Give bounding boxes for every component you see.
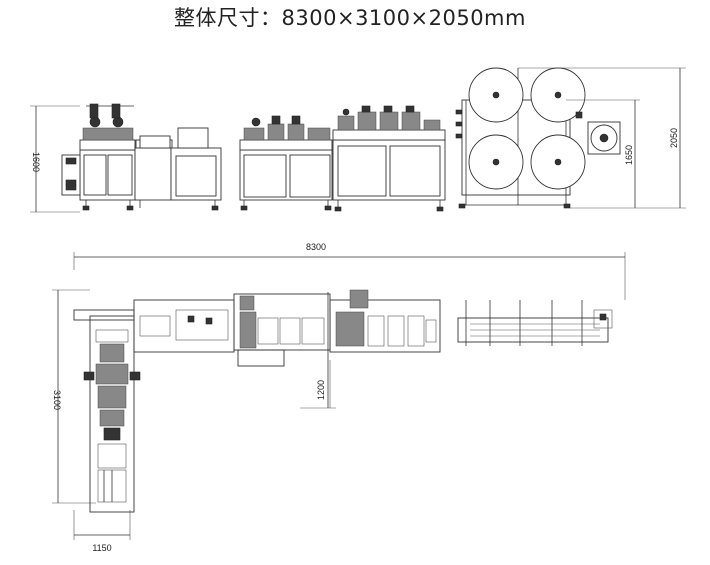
dim-label-1150: 1150 [92, 543, 111, 553]
page-title: 整体尺寸：8300×3100×2050mm [174, 6, 526, 30]
dim-side-left-height: 1600 [30, 105, 80, 213]
machine-unit-roll-rack [455, 67, 621, 209]
dim-label-1600: 1600 [31, 152, 41, 172]
machine-unit-left [61, 103, 173, 211]
plan-vertical-branch [83, 315, 141, 513]
side-elevation-view: 1600 [30, 67, 686, 213]
dim-label-8300: 8300 [306, 242, 326, 252]
machine-unit-cabinet-a [134, 127, 222, 211]
dim-label-3100: 3100 [52, 390, 62, 410]
machine-unit-forming [332, 105, 446, 212]
top-plan-view: 8300 3100 1200 1150 [52, 242, 626, 553]
dim-top-length: 8300 [73, 242, 626, 300]
dim-label-1200: 1200 [316, 380, 326, 400]
dim-label-1650: 1650 [624, 145, 634, 165]
dim-top-branch-depth: 1150 [73, 510, 131, 553]
plan-main-line [73, 289, 613, 367]
dim-label-2050: 2050 [669, 128, 679, 148]
dim-side-right-heights: 1650 2050 [518, 67, 686, 209]
machine-unit-welding [239, 115, 333, 211]
dim-top-width: 3100 [52, 289, 96, 504]
